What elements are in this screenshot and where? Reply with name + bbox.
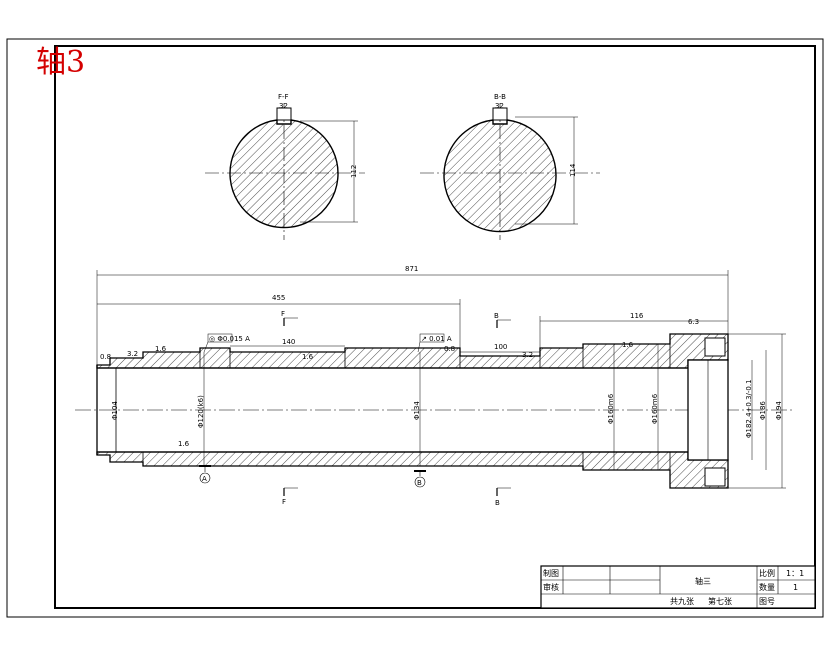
roughness-mark: 6.3 <box>688 318 699 326</box>
dia-gear-2: Φ160m6 <box>651 393 659 424</box>
surface-roughness-marks: 0.8 3.2 1.6 1.6 0.8 3.2 1.6 6.3 1.6 <box>100 318 699 448</box>
section-ff-key-width: 32 <box>279 102 288 110</box>
roughness-mark: 0.8 <box>444 345 455 353</box>
section-marker-f-bottom: F <box>282 498 286 506</box>
title-block-scale-value: 1：1 <box>786 569 804 578</box>
section-bb: B-B 32 114 <box>420 93 600 240</box>
title-block-sheets-total: 共九张 <box>670 597 694 606</box>
section-ff-diameter: 112 <box>350 165 358 178</box>
title-block: 制图 审核 轴三 比例 1：1 数量 1 图号 共九张 第七张 <box>540 565 816 609</box>
roughness-mark: 1.6 <box>178 440 190 448</box>
dia-bearing: Φ120(k6) <box>197 395 205 428</box>
tolerance-frames: ◎ Φ0.015 A ↗ 0.01 A <box>203 333 452 353</box>
outer-frame <box>6 38 824 618</box>
section-marker-b-top: B <box>494 312 499 320</box>
dia-middle: Φ134 <box>413 401 421 420</box>
section-bb-diameter: 114 <box>569 163 577 177</box>
roughness-mark: 1.6 <box>155 345 167 353</box>
length-140-dim: 140 <box>282 338 295 346</box>
title-block-drawn: 制图 <box>543 568 559 578</box>
length-dimensions: 871 455 116 140 100 <box>96 265 729 365</box>
section-bb-key-width: 32 <box>495 102 504 110</box>
title-block-checked: 审核 <box>543 582 559 592</box>
title-block-sheet-no: 第七张 <box>708 596 732 606</box>
section-marker-f-top: F <box>281 310 285 318</box>
length-455-dim: 455 <box>272 294 285 302</box>
roughness-mark: 3.2 <box>127 350 138 358</box>
tolerance-frame-1: ◎ Φ0.015 A <box>209 335 250 343</box>
section-cut-markers: F F B B <box>281 310 511 507</box>
section-bb-label: B-B <box>494 93 506 101</box>
overall-length-dim: 871 <box>405 265 418 273</box>
section-ff: F-F 32 112 <box>205 93 365 240</box>
roughness-mark: 1.6 <box>302 353 314 361</box>
dia-gear: Φ160m6 <box>607 393 615 424</box>
length-116-dim: 116 <box>630 312 644 320</box>
dia-left-bore: Φ104 <box>111 401 119 420</box>
datum-a-label: A <box>202 475 207 483</box>
roughness-mark: 0.8 <box>100 353 111 361</box>
title-block-qty-label: 数量 <box>759 582 775 592</box>
tolerance-frame-2: ↗ 0.01 A <box>421 335 452 343</box>
section-ff-label: F-F <box>278 93 289 101</box>
section-marker-b-bottom: B <box>495 499 500 507</box>
length-100-dim: 100 <box>494 343 507 351</box>
roughness-mark: 1.6 <box>622 341 634 349</box>
dia-flange-hole: Φ186 <box>759 401 767 420</box>
datum-markers: A B <box>199 465 426 488</box>
datum-b-label: B <box>417 479 422 487</box>
title-block-qty-value: 1 <box>793 583 798 592</box>
shaft-main-view <box>75 333 795 489</box>
roughness-mark: 3.2 <box>522 351 533 359</box>
dia-flange-outer: Φ194 <box>775 401 783 420</box>
title-block-part-name: 轴三 <box>695 576 711 586</box>
sheet-title: 轴3 <box>36 45 85 80</box>
title-block-scale-label: 比例 <box>759 568 775 578</box>
diameter-dimensions: Φ104 Φ120(k6) Φ134 Φ160m6 Φ160m6 Φ182.4+… <box>111 333 786 489</box>
title-block-sheet-label: 图号 <box>759 597 775 606</box>
inner-frame <box>54 45 816 609</box>
dia-flange-bore: Φ182.4+0.3/-0.1 <box>745 379 753 438</box>
